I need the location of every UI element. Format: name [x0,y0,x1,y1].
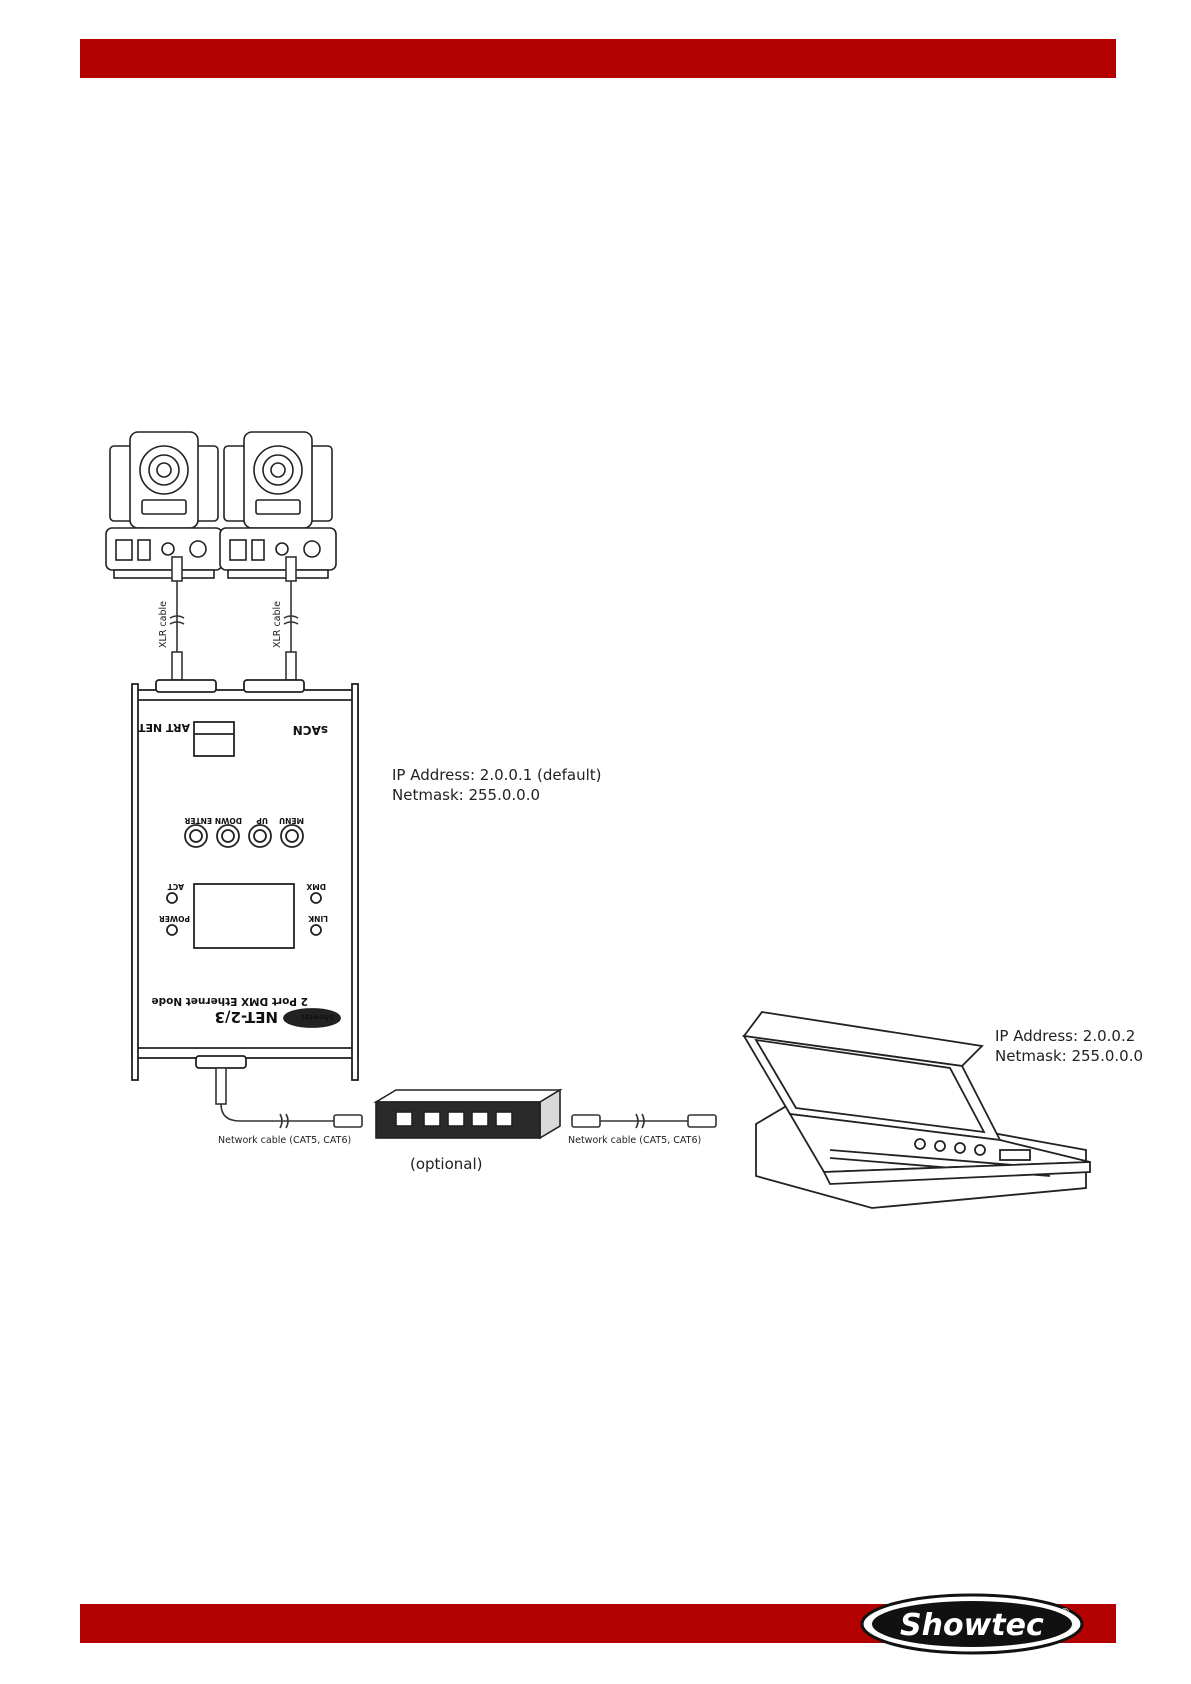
switch-optional-label: (optional) [410,1155,483,1173]
network-cable-left [216,1068,362,1128]
xlr-cable-right [284,557,298,680]
node-sacn-label: sACN [293,723,328,737]
console-ip-address: IP Address: 2.0.0.2 [995,1027,1135,1045]
node-model: NET-2/3 [215,1008,278,1026]
moving-head-right [220,432,336,578]
ethernet-switch [376,1090,560,1138]
node-button-label-down: DOWN [215,816,242,825]
node-led-label-link: LINK [307,914,328,923]
svg-text:®: ® [1060,1607,1070,1618]
console-netmask: Netmask: 255.0.0.0 [995,1047,1143,1065]
xlr-cable-label-right: XLR cable [272,601,283,648]
showtec-logo: Showtec ® [860,1593,1084,1655]
node-button-label-up: UP [256,816,268,825]
node-artnet-label: ART NET [137,721,190,734]
svg-text:Showtec: Showtec [900,1608,1044,1643]
moving-head-left [106,432,222,578]
network-cable-label-right: Network cable (CAT5, CAT6) [568,1135,701,1146]
node-led-label-power: POWER [159,914,190,923]
network-cable-label-left: Network cable (CAT5, CAT6) [218,1135,351,1146]
network-cable-right [572,1114,716,1128]
node-netmask: Netmask: 255.0.0.0 [392,786,540,804]
node-button-label-menu: MENU [279,816,304,825]
xlr-cable-label-left: XLR cable [158,601,169,648]
node-led-label-dmx: DMX [306,882,326,891]
node-ip-address: IP Address: 2.0.0.1 (default) [392,766,602,784]
xlr-cable-left [170,557,184,680]
node-button-label-enter: ENTER [184,816,212,825]
node-led-label-act: ACT [167,882,184,891]
node-brand: Showtec [300,1013,334,1021]
node-subtitle: 2 Port DMX Ethernet Node [151,995,308,1007]
